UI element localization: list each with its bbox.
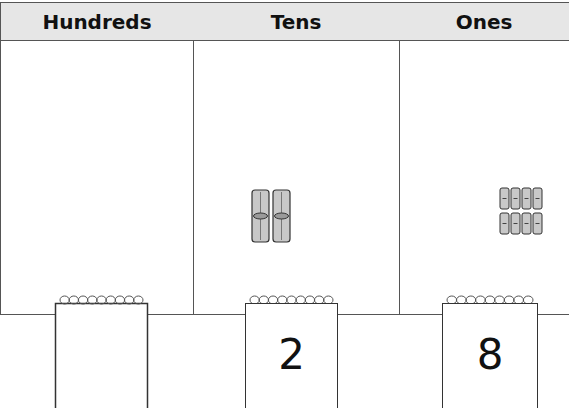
column-heading: Hundreds bbox=[1, 3, 193, 41]
place-column: Ones bbox=[399, 2, 569, 315]
empty-card bbox=[56, 304, 148, 408]
spiral-ring bbox=[106, 296, 115, 304]
place-column: Tens bbox=[193, 2, 400, 315]
spiral-ring bbox=[69, 296, 78, 304]
spiral-ring bbox=[78, 296, 87, 304]
spiral-ring bbox=[60, 296, 69, 304]
one-tile bbox=[500, 213, 509, 234]
digit: 8 bbox=[477, 334, 504, 408]
tile-mark bbox=[525, 223, 529, 224]
tile-mark bbox=[514, 223, 518, 224]
spiral-ring bbox=[88, 296, 97, 304]
number-card: 2 bbox=[245, 303, 338, 408]
one-tiles bbox=[500, 188, 542, 234]
spiral-ring bbox=[97, 296, 106, 304]
number-card: 8 bbox=[442, 303, 538, 408]
column-heading: Tens bbox=[193, 3, 399, 41]
spiral-ring bbox=[134, 296, 143, 304]
one-tile bbox=[511, 213, 520, 234]
tile-mark bbox=[503, 198, 507, 199]
tile-mark bbox=[525, 198, 529, 199]
digit: 2 bbox=[278, 334, 305, 408]
spiral-ring bbox=[115, 296, 124, 304]
one-tile bbox=[500, 188, 509, 209]
one-tile bbox=[522, 188, 531, 209]
one-tile bbox=[522, 213, 531, 234]
one-tile bbox=[533, 188, 542, 209]
ten-rods bbox=[252, 190, 290, 242]
spiral-ring bbox=[125, 296, 134, 304]
one-tile bbox=[533, 213, 542, 234]
one-tile bbox=[511, 188, 520, 209]
place-column: Hundreds bbox=[0, 2, 194, 315]
tile-mark bbox=[536, 223, 540, 224]
tile-mark bbox=[536, 198, 540, 199]
tile-mark bbox=[503, 223, 507, 224]
tile-mark bbox=[514, 198, 518, 199]
column-heading: Ones bbox=[399, 3, 569, 41]
